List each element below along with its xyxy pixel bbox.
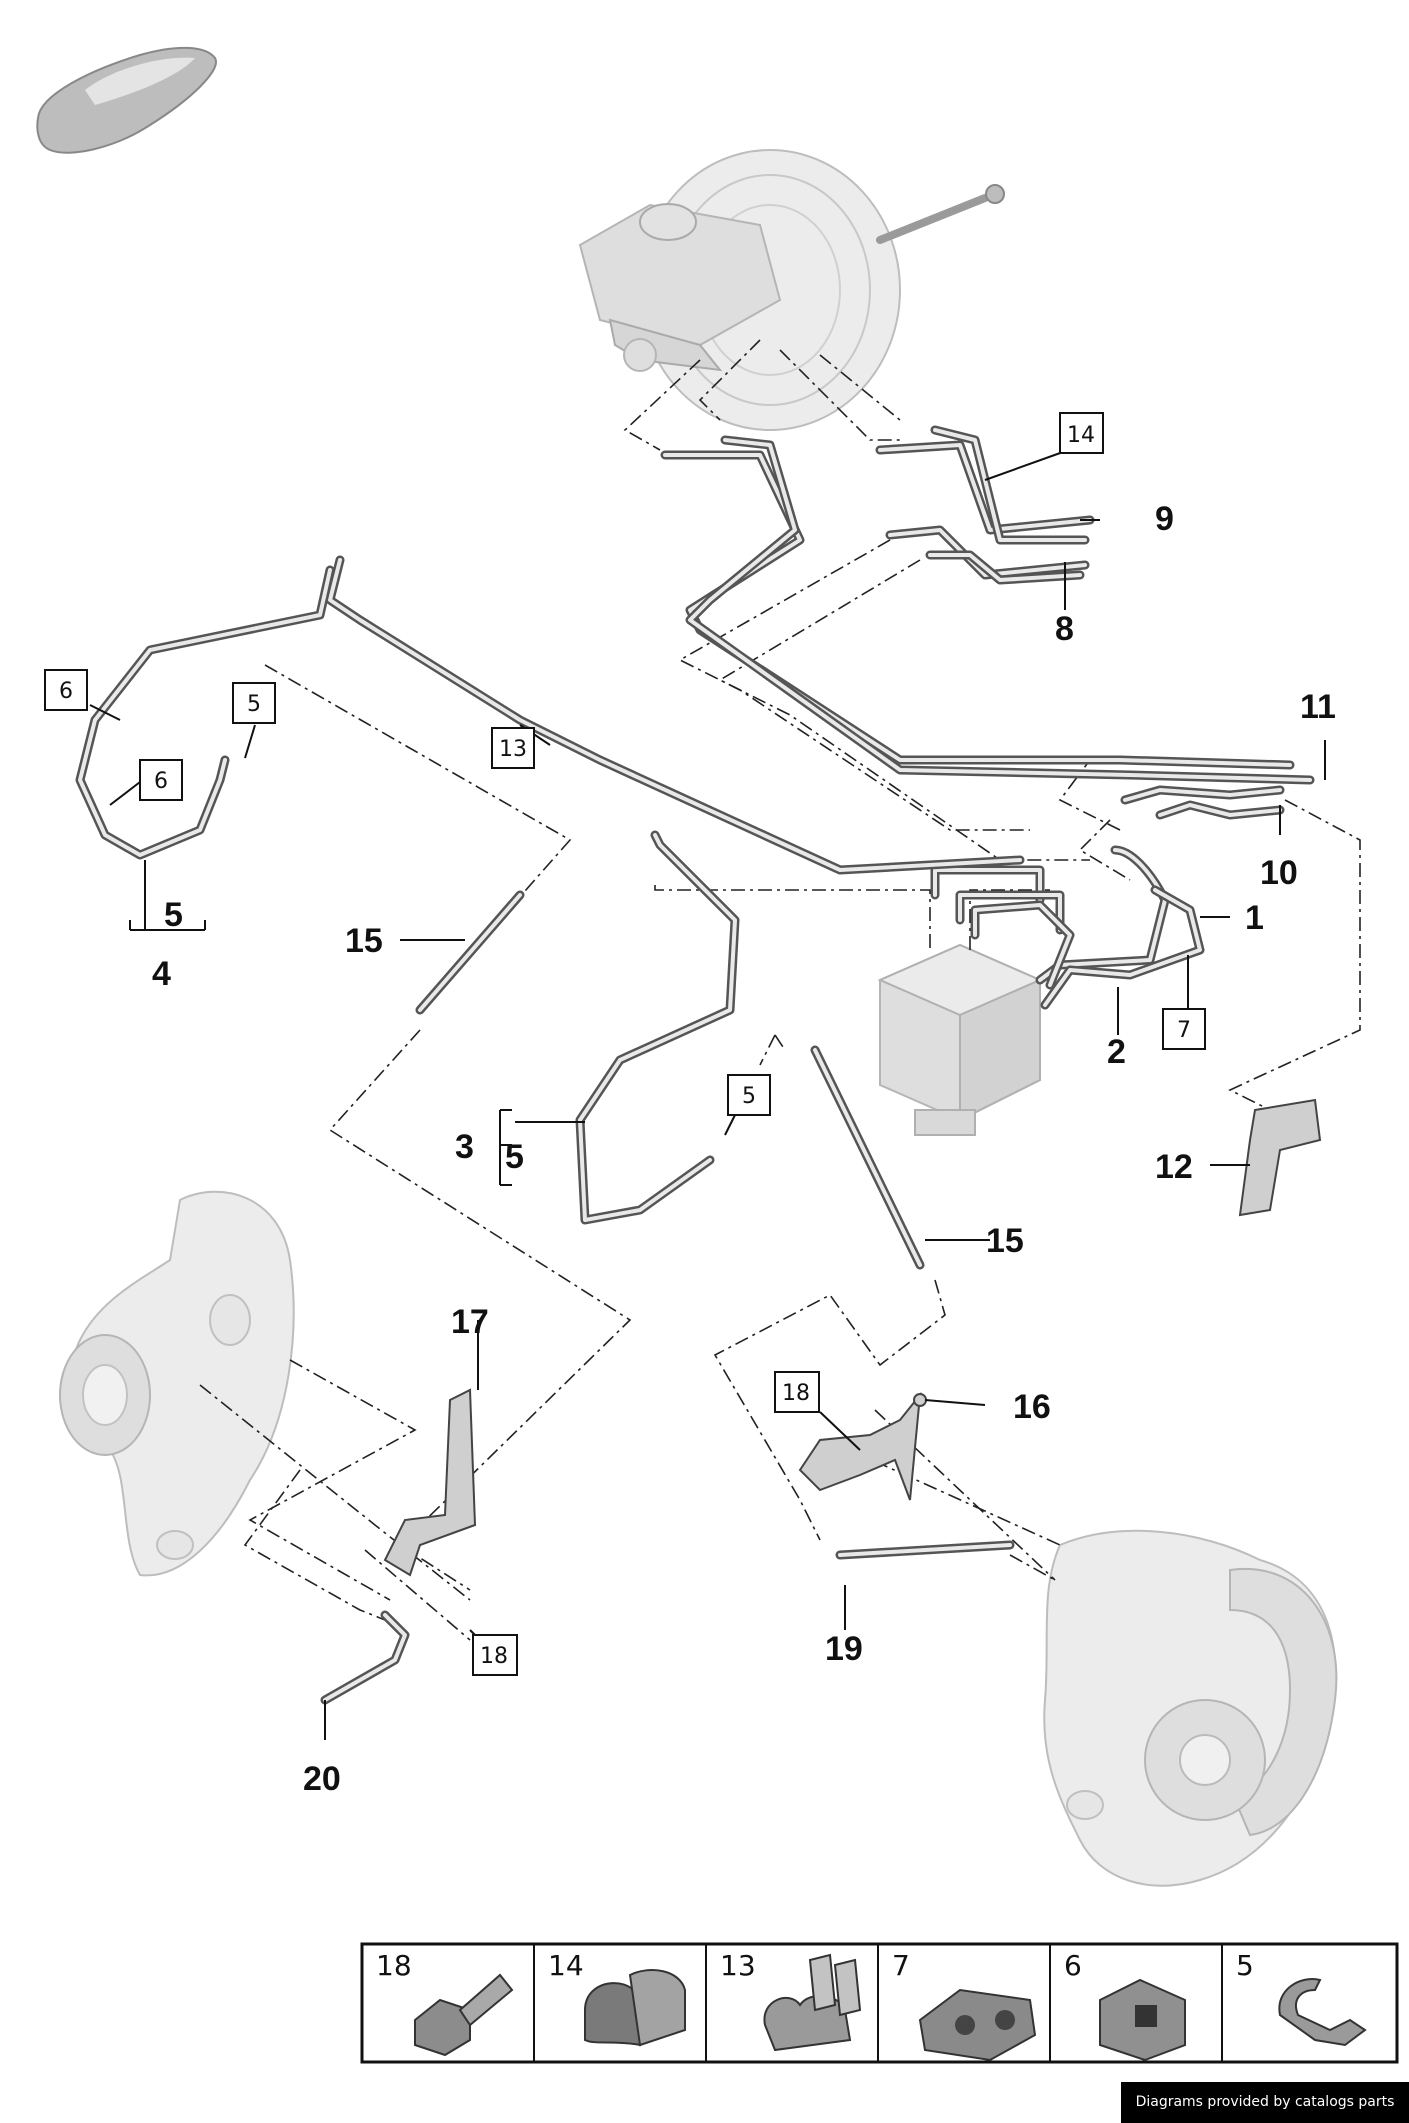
legend-cell-6: 6 [1064,1949,1186,2062]
svg-text:14: 14 [548,1949,584,1982]
car-thumbnail-icon [36,46,217,154]
legend-cell-5: 5 [1236,1949,1367,2047]
callout: 5 [505,1138,524,1176]
svg-text:5: 5 [742,1084,756,1109]
boxed-callouts: 14 6 5 6 13 5 7 18 [44,412,1206,1676]
legend-cell-18: 18 [376,1949,514,2057]
callout: 12 [1155,1148,1193,1186]
svg-text:7: 7 [1177,1018,1191,1043]
boxed-callout: 7 [1162,1008,1206,1050]
callout: 3 [455,1128,474,1166]
callout: 15 [345,922,383,960]
brake-pipes [75,425,1315,1705]
bolt-icon [414,1973,514,2057]
callout: 4 [152,955,171,993]
boxed-callout: 13 [491,727,535,769]
boxed-callout: 5 [727,1074,771,1116]
callout: 17 [451,1303,489,1341]
callout: 5 [164,896,183,934]
legend-cell-7: 7 [892,1949,1037,2062]
svg-text:18: 18 [782,1381,810,1406]
brackets [383,1098,1322,1577]
callout: 2 [1107,1033,1126,1071]
boxed-callout: 5 [232,682,276,724]
parts-legend: 18 14 13 7 [360,1942,1399,2064]
abs-unit-ghost [877,943,1043,1136]
svg-text:18: 18 [376,1949,412,1982]
svg-text:14: 14 [1067,423,1095,448]
callouts: 1 2 3 4 5 5 5 8 9 10 11 12 15 15 16 17 1… [152,500,1336,1798]
right-steering-knuckle-ghost [1043,1529,1338,1887]
credit-banner: Diagrams provided by catalogs parts [1121,2082,1409,2123]
callout: 20 [303,1760,341,1798]
svg-text:18: 18 [480,1644,508,1669]
double-pipe-clip-icon [763,1953,862,2052]
boxed-callout: 18 [472,1634,518,1676]
callout: 15 [986,1222,1024,1260]
callout: 19 [825,1630,863,1668]
svg-text:13: 13 [720,1949,756,1982]
svg-text:13: 13 [499,737,527,762]
callout: 8 [1055,610,1074,648]
callout: 16 [1013,1388,1051,1426]
boxed-callout: 14 [1059,412,1104,454]
svg-text:5: 5 [247,692,261,717]
callout: 11 [1300,688,1336,726]
boxed-callout: 6 [44,669,88,711]
svg-text:5: 5 [1236,1949,1254,1982]
twin-line-holder-icon [918,1988,1037,2062]
hose-clip-icon [1278,1978,1367,2047]
left-steering-knuckle-ghost [59,1190,295,1577]
legend-cell-13: 13 [720,1949,862,2052]
svg-text:6: 6 [154,769,168,794]
svg-text:6: 6 [1064,1949,1082,1982]
pipe-clip-icon [584,1969,686,2047]
boxed-callout: 6 [139,759,183,801]
assembly-dash-lines [199,339,1361,1641]
single-line-holder-icon [1099,1978,1186,2062]
boxed-callout: 18 [774,1371,820,1413]
callout: 10 [1260,854,1298,892]
callout: 1 [1245,899,1264,937]
legend-cell-14: 14 [548,1949,686,2047]
brake-booster-ghost [578,149,1005,431]
callout: 9 [1155,500,1174,538]
svg-text:7: 7 [892,1949,910,1982]
svg-text:6: 6 [59,679,73,704]
